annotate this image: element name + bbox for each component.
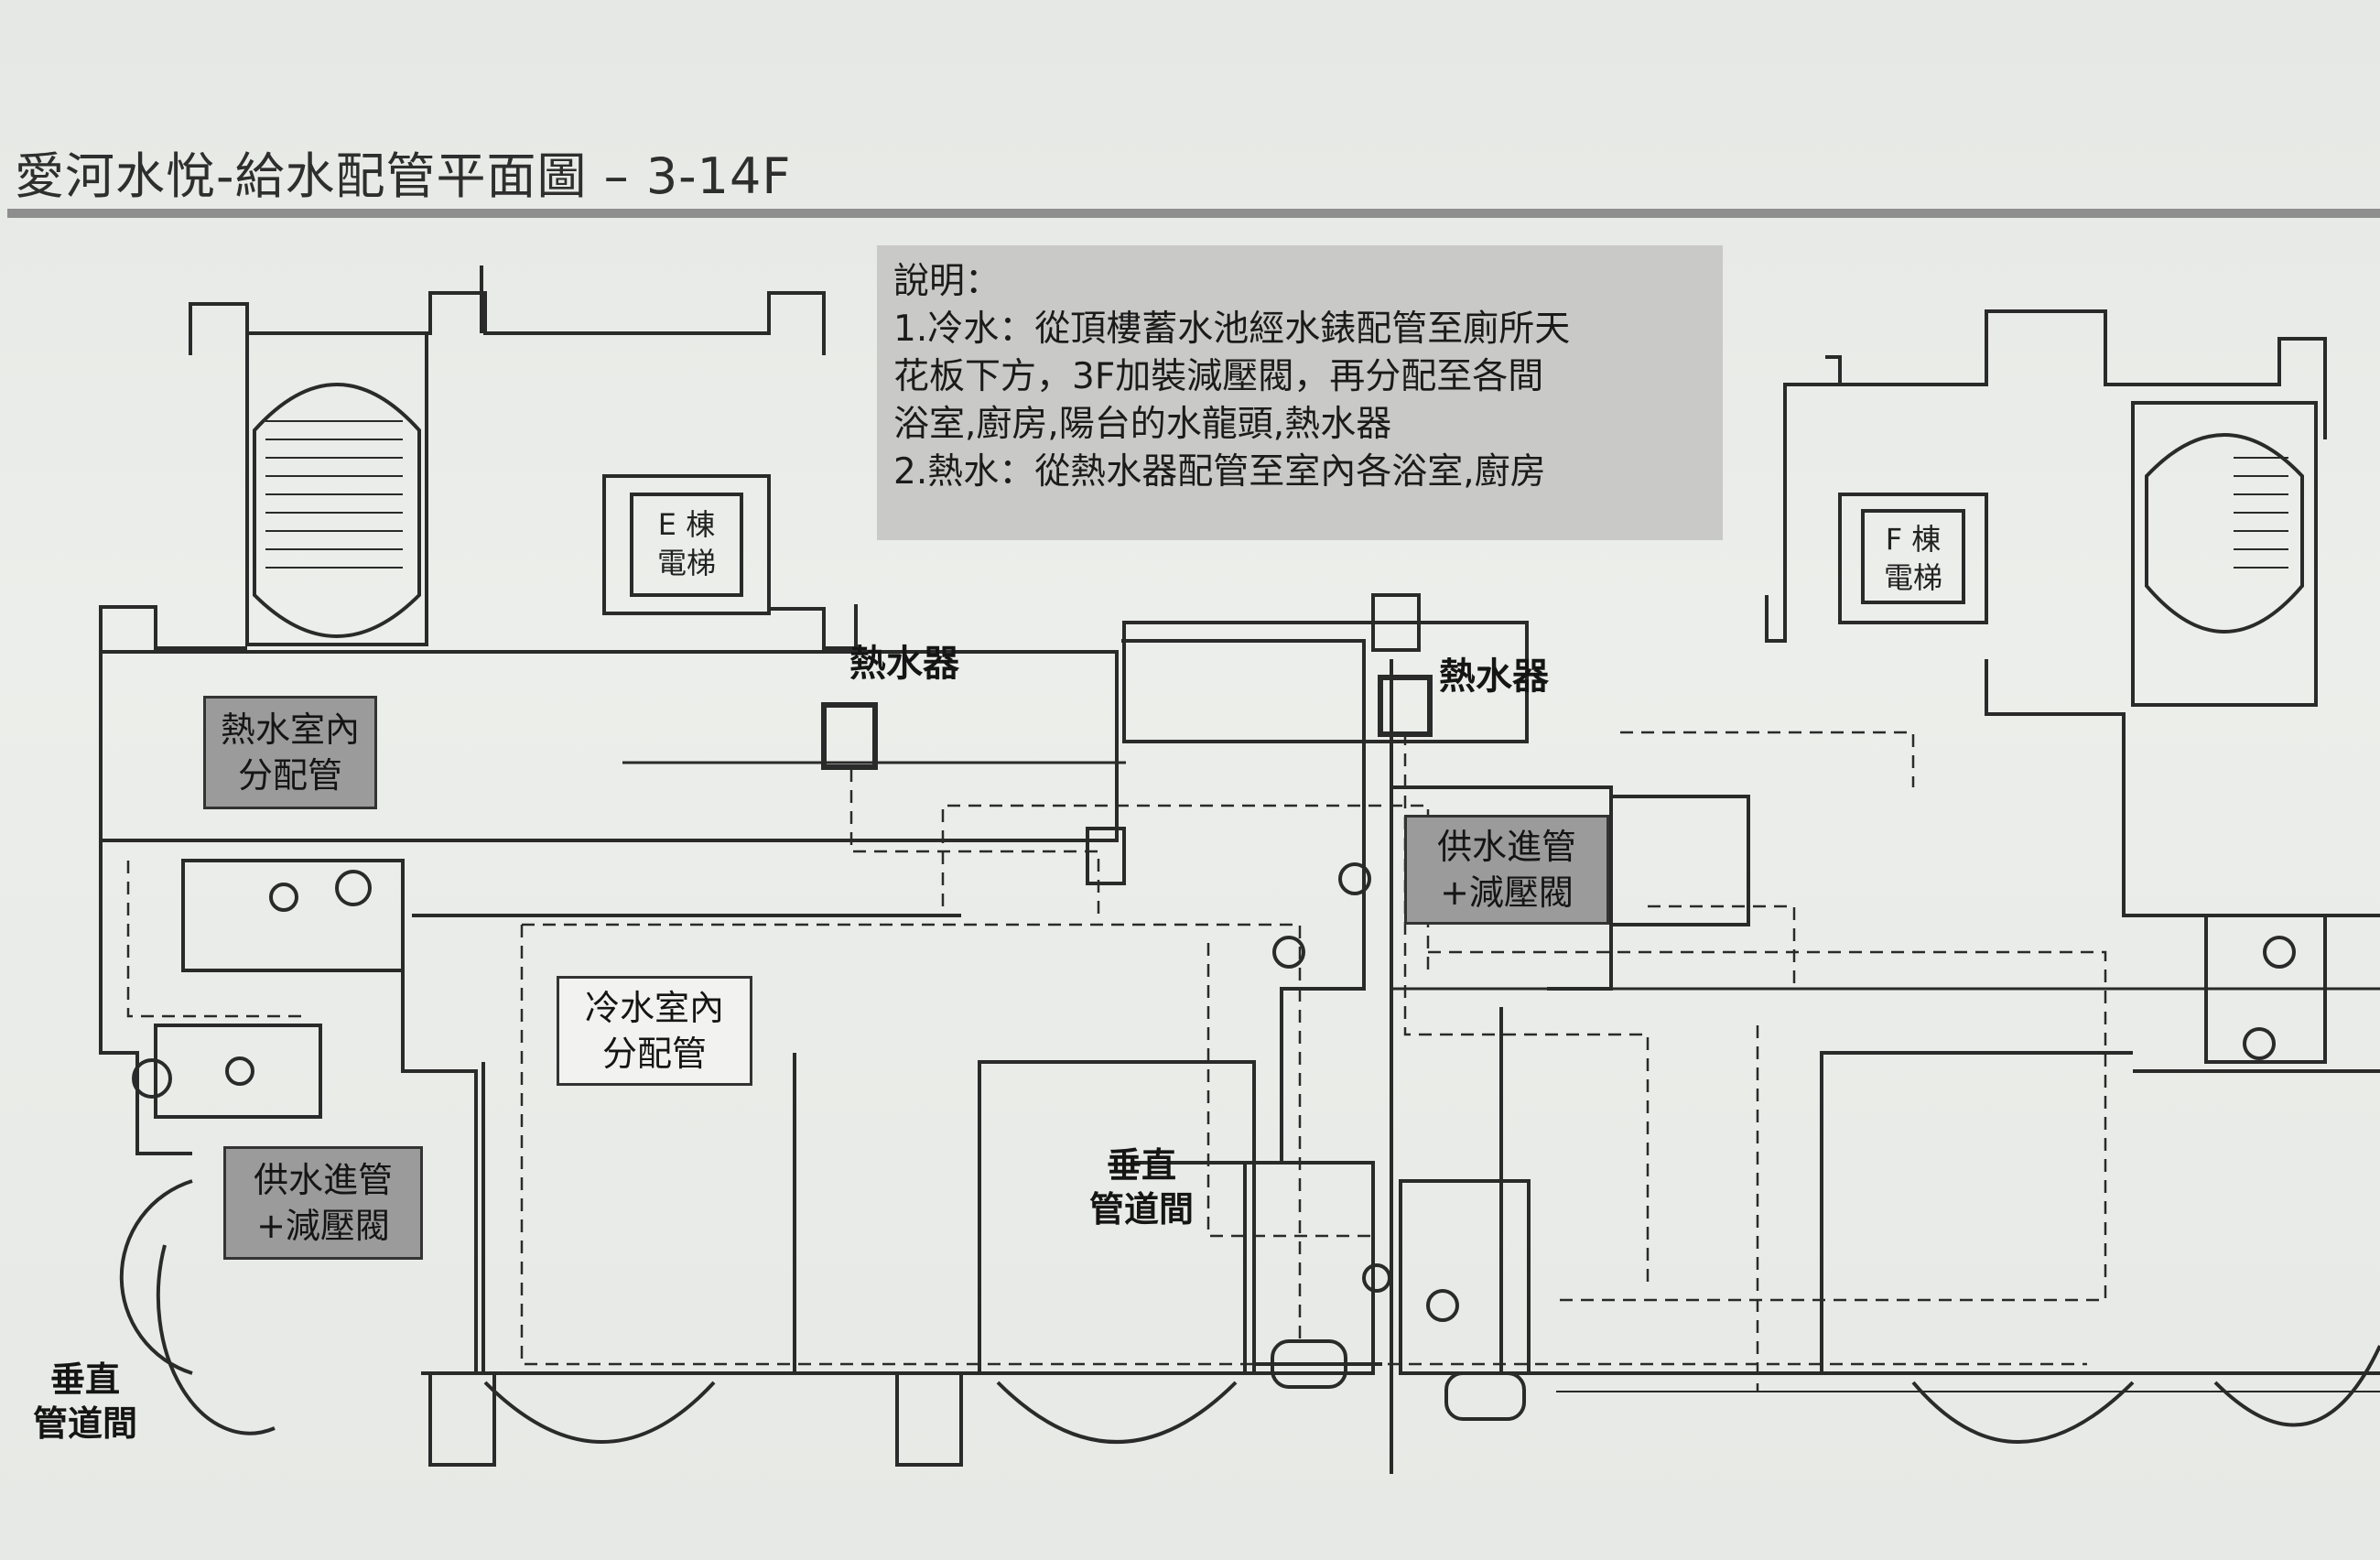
notes-line: 花板下方，3F加裝減壓閥，再分配至各間: [893, 356, 1544, 397]
cold-water-pipe: [126, 861, 302, 1018]
cold-water-pipe: [520, 925, 2087, 1366]
cold-water-pipe: [522, 923, 1302, 1346]
balcony-bay: [2213, 1345, 2380, 1427]
wall: [1121, 639, 1366, 1165]
wall: [99, 659, 192, 1155]
toilet: [225, 1056, 254, 1086]
bathroom: [154, 1024, 322, 1119]
toilet: [1362, 1263, 1391, 1293]
wall: [1499, 1007, 2133, 1375]
supply-inlet-callout: 供水進管 +減壓閥: [223, 1146, 423, 1260]
bathroom: [1399, 1179, 1531, 1375]
wall: [401, 915, 478, 1373]
wall: [1130, 1161, 1382, 1366]
balcony-bay: [1911, 1381, 2135, 1444]
notes-box: 說明： 1.冷水：從頂樓蓄水池經水錶配管至廁所天 花板下方，3F加裝減壓閥，再分…: [877, 245, 1723, 540]
cold-water-pipe: [1206, 943, 1373, 1238]
kitchen-sink: [1086, 827, 1126, 885]
balcony-bay: [156, 1244, 276, 1435]
notes-heading: 說明：: [893, 261, 1001, 302]
stair-core: [2131, 401, 2318, 707]
hot-water-pipe: [1620, 731, 1915, 787]
toilet: [1426, 1289, 1459, 1322]
wall: [767, 549, 858, 650]
wall: [99, 605, 247, 659]
balcony: [428, 1371, 496, 1467]
toilet: [2263, 936, 2296, 969]
notes-line: 浴室,廚房,陽台的水龍頭,熱水器: [893, 404, 1392, 445]
bathroom: [1243, 1161, 1375, 1375]
balcony-bay: [996, 1381, 1238, 1444]
title-divider: [7, 209, 2380, 218]
stair-treads: [2234, 457, 2288, 569]
elevator-e-car: [630, 493, 743, 597]
cold-water-pipe: [941, 804, 1430, 970]
cold-water-pipe: [1648, 905, 1796, 989]
wall: [189, 291, 826, 355]
toilet: [269, 883, 298, 912]
hot-water-pipe: [849, 769, 1100, 915]
toilet: [1338, 862, 1371, 895]
wall: [1765, 355, 1842, 643]
washbasin: [132, 1058, 172, 1099]
water-heater-label: 熱水器: [849, 643, 959, 685]
supply-inlet-callout: 供水進管 +減壓閥: [1404, 815, 1609, 925]
stair-curve: [253, 383, 421, 638]
stair-curve: [2145, 433, 2304, 634]
cold-water-pipe: [1428, 950, 2107, 1302]
notes-line: 1.冷水：從頂樓蓄水池經水錶配管至廁所天: [893, 309, 1571, 350]
heater-cabinet: [1122, 621, 1529, 743]
elevator-f-car: [1861, 509, 1965, 604]
balcony-bay: [119, 1179, 193, 1375]
stair-treads: [265, 420, 403, 569]
water-heater-label: 熱水器: [1439, 655, 1549, 698]
vertical-shaft-label: 垂直 管道間: [1089, 1145, 1195, 1230]
balcony-bay: [483, 1381, 716, 1444]
elevator-f-label: F 棟 電梯: [1883, 522, 1942, 595]
elevator-f-shaft: [1838, 493, 1988, 624]
water-heater-left-box: [821, 702, 878, 770]
water-heater-right-box: [1378, 675, 1433, 737]
wall: [1840, 309, 2327, 439]
toilet: [2243, 1027, 2276, 1060]
page-title: 愛河水悅-給水配管平面圖 – 3-14F: [15, 147, 792, 205]
washbasin: [335, 870, 372, 906]
toilet: [1272, 936, 1305, 969]
notes-line: 2.熱水：從熱水器配管至室內各浴室,廚房: [893, 451, 1546, 493]
elevator-e-shaft: [602, 474, 771, 615]
hot-water-distribution-callout: 熱水室內 分配管: [203, 696, 377, 809]
bathroom: [1609, 795, 1750, 926]
elevator-e-label: E 棟 電梯: [656, 507, 716, 580]
bathroom: [181, 859, 405, 972]
wall: [1985, 659, 2380, 917]
balcony: [895, 1371, 963, 1467]
bathtub: [1444, 1371, 1526, 1421]
stair-core: [245, 331, 428, 646]
cold-water-distribution-callout: 冷水室內 分配管: [557, 976, 752, 1086]
vertical-shaft-label: 垂直 管道間: [33, 1360, 138, 1444]
